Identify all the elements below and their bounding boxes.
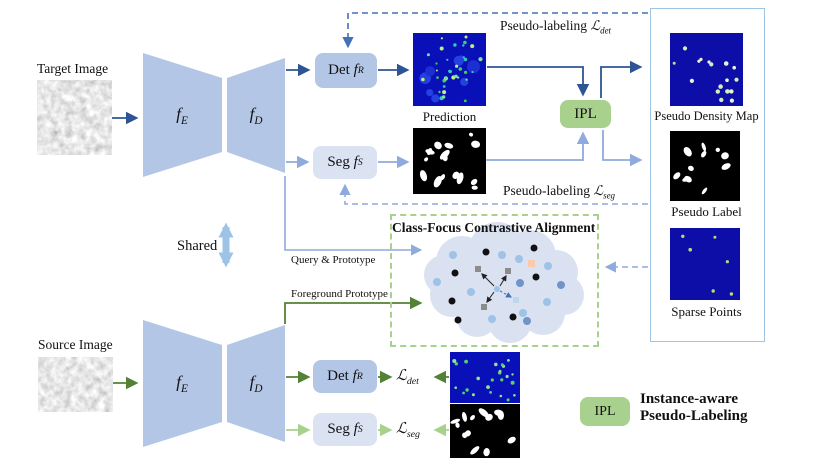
pseudo-labeling-det-label: Pseudo-labeling ℒdet (500, 18, 611, 36)
gt-points-image (450, 352, 520, 403)
decoder-label-bottom: fD (249, 372, 263, 395)
loss-det-label: ℒdet (396, 368, 419, 387)
cloud-feature-points (433, 244, 565, 325)
loss-seg-label: ℒseg (396, 421, 420, 440)
segmentation-output-image (413, 128, 486, 194)
source-image-label: Source Image (38, 337, 113, 352)
source-image (38, 357, 113, 412)
ipl-label: IPL (574, 105, 597, 122)
sparse-points-caption: Sparse Points (671, 304, 742, 319)
source-branch-arrows (113, 370, 449, 437)
prediction-caption: Prediction (422, 109, 477, 124)
legend-ipl-box: IPL (580, 397, 630, 426)
encoder-label-top: fE (176, 104, 188, 127)
seg-head-label: Seg (327, 421, 350, 437)
target-branch-arrows (112, 60, 643, 169)
contrastive-alignment-box (390, 214, 599, 347)
ipl-box: IPL (560, 100, 611, 128)
decoder-label-top: fD (249, 104, 263, 127)
seg-head-label: Seg (327, 154, 350, 170)
shared-label: Shared (177, 238, 218, 254)
contrastive-alignment-title: Class-Focus Contrastive Alignment (392, 220, 596, 235)
det-head-label: Det (328, 62, 350, 78)
query-prototype-label: Query & Prototype (291, 254, 376, 266)
legend-text: Instance-aware Pseudo-Labeling (640, 391, 748, 425)
pseudo-label-image (670, 131, 740, 201)
encoder-decoder-shapes (143, 53, 285, 447)
prototype-arrows (284, 176, 423, 324)
contrastive-cloud (424, 222, 584, 343)
target-image (37, 80, 112, 155)
pseudo-labeling-dashed-arrows (339, 12, 648, 273)
pseudo-density-map-image (670, 33, 743, 106)
legend-ipl-label: IPL (594, 403, 616, 419)
gt-segmentation-image (450, 404, 520, 458)
pseudo-labeling-seg-label: Pseudo-labeling ℒseg (503, 183, 615, 201)
sparse-points-image (670, 228, 740, 300)
det-head-label: Det (327, 368, 349, 384)
prediction-density-image (413, 33, 486, 106)
target-image-label: Target Image (37, 61, 109, 76)
pseudo-label-caption: Pseudo Label (671, 204, 742, 219)
pseudo-density-map-caption: Pseudo Density Map (654, 109, 759, 123)
encoder-label-bottom: fE (176, 372, 188, 395)
foreground-prototype-label: Foreground Prototype (291, 288, 388, 300)
